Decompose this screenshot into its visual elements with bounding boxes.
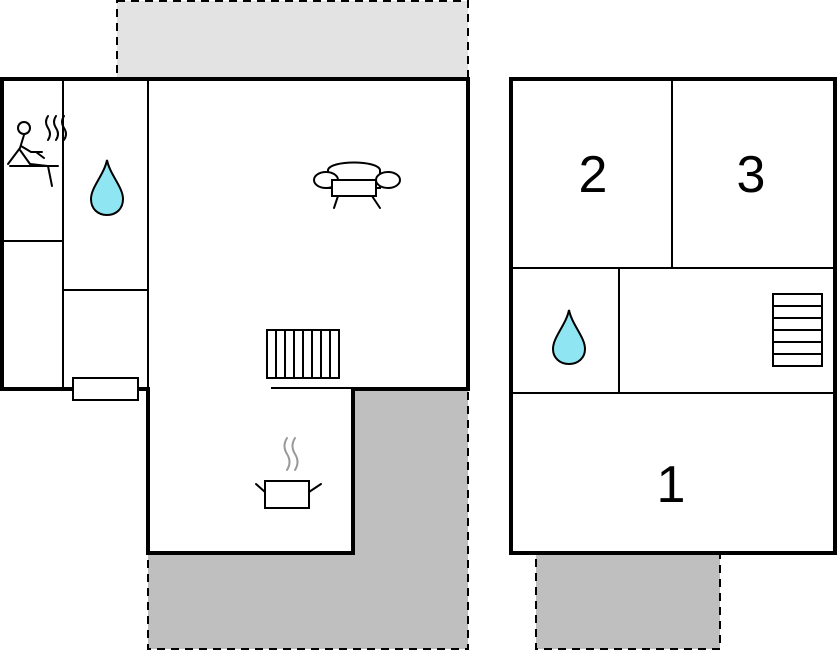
upper-floor: 2 3 1 — [509, 77, 837, 555]
door-mat-icon — [72, 377, 139, 401]
ground-floor — [0, 77, 470, 555]
radiator-icon — [266, 329, 340, 379]
sofa-icon — [313, 161, 401, 209]
cooking-pot-icon — [255, 437, 322, 509]
room-label-1: 1 — [657, 456, 686, 514]
terrace-top — [116, 0, 469, 79]
sauna-icon — [7, 115, 67, 187]
stairs-icon — [772, 293, 823, 367]
terrace-bottom-right — [535, 552, 721, 650]
room-label-2: 2 — [579, 146, 608, 204]
room-label-3: 3 — [737, 146, 766, 204]
water-drop-icon — [551, 309, 587, 366]
water-drop-icon — [89, 159, 125, 217]
